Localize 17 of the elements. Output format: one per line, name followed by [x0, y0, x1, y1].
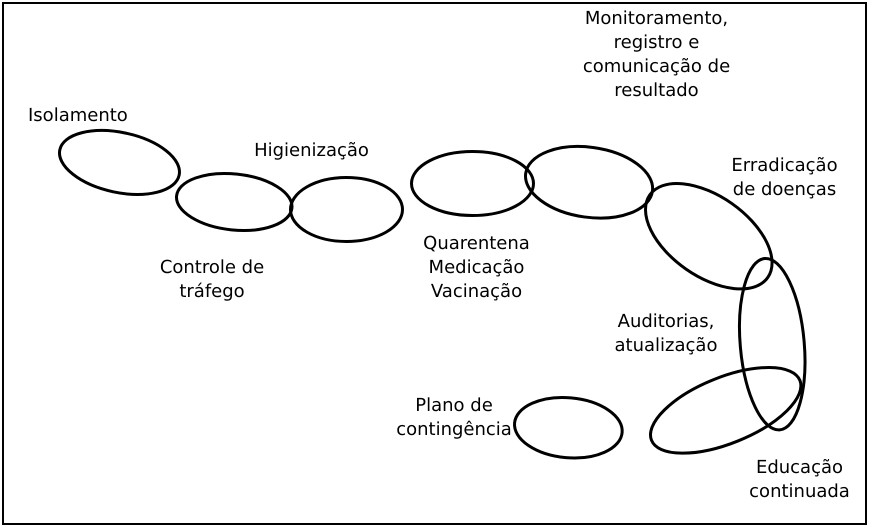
chain-link — [58, 128, 180, 196]
chain-link — [288, 176, 404, 242]
chain-link — [410, 150, 534, 216]
link-label: Plano de contingência — [395, 394, 513, 442]
link-label: Quarentena Medicação Vacinação — [422, 232, 531, 304]
link-label: Educação continuada — [748, 456, 851, 504]
link-label: Isolamento — [28, 104, 129, 128]
chain-link — [512, 396, 624, 460]
link-label: Auditorias, atualização — [614, 310, 718, 358]
link-label: Monitoramento, registro e comunicação de resultado — [582, 7, 732, 103]
link-label: Controle de tráfego — [158, 256, 266, 304]
chain-link — [174, 172, 294, 232]
chain-link — [649, 366, 803, 454]
link-label: Erradicação de doenças — [730, 154, 839, 202]
chain-link — [524, 144, 654, 220]
link-label: Higienização — [253, 139, 370, 163]
chain-link — [738, 256, 806, 432]
